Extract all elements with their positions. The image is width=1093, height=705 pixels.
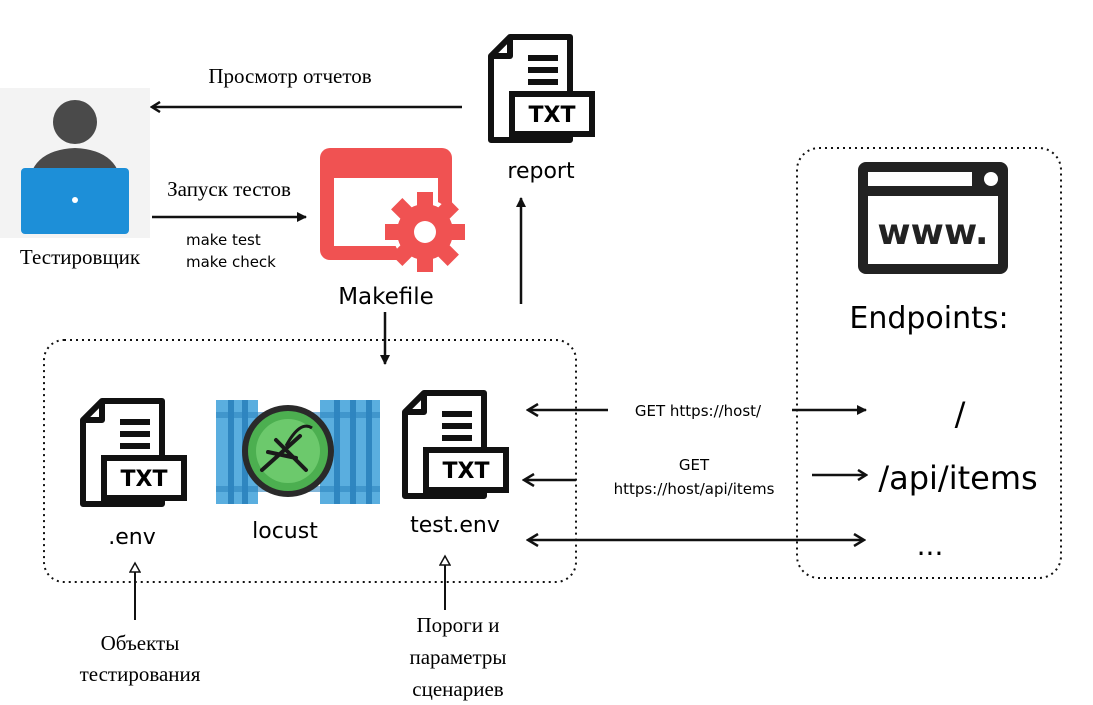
cmd-make-check: make check: [186, 253, 276, 271]
www-text: www.: [877, 212, 988, 253]
env-node: TXT .env: [80, 398, 187, 550]
txt-file-icon: TXT: [488, 34, 595, 143]
locust-label: locust: [252, 519, 318, 544]
locust-logo-icon: [216, 400, 380, 504]
txt-badge: TXT: [443, 459, 490, 484]
view-reports-edge: Просмотр отчетов: [152, 64, 462, 107]
locust-node: locust: [216, 400, 380, 544]
cmd-make-test: make test: [186, 231, 261, 249]
txt-file-icon: TXT: [80, 398, 187, 507]
window-gear-icon: [320, 148, 465, 272]
makefile-label: Makefile: [338, 284, 434, 310]
test-env-node: TXT test.env: [402, 390, 509, 538]
txt-badge: TXT: [529, 103, 576, 128]
thresholds-line-1: Пороги и: [416, 613, 499, 637]
endpoint-root: /: [955, 395, 966, 433]
test-container-box: [43, 339, 577, 583]
objects-note: Объекты тестирования: [80, 631, 201, 686]
request-root-label: GET https://host/: [635, 402, 762, 420]
browser-www-icon: www.: [858, 162, 1008, 274]
thresholds-line-2: параметры: [409, 645, 506, 669]
test-env-label: test.env: [410, 513, 500, 538]
txt-file-icon: TXT: [402, 390, 509, 499]
endpoints-title: Endpoints:: [849, 301, 1008, 336]
run-tests-edge: Запуск тестов make test make check: [152, 177, 307, 271]
request-root-edge: GET https://host/: [528, 402, 867, 420]
run-tests-label: Запуск тестов: [167, 177, 291, 201]
thresholds-line-3: сценариев: [412, 677, 503, 701]
request-items-method: GET: [679, 456, 710, 474]
request-items-url: https://host/api/items: [614, 480, 775, 498]
view-reports-label: Просмотр отчетов: [208, 64, 371, 88]
objects-line-1: Объекты: [101, 631, 180, 655]
endpoint-more: ...: [917, 529, 944, 562]
report-node: TXT report: [488, 34, 595, 184]
report-label: report: [507, 159, 575, 184]
person-laptop-icon: [21, 100, 129, 234]
endpoints-box: [796, 147, 1062, 579]
makefile-node: Makefile: [320, 148, 465, 310]
tester-node: Тестировщик: [0, 88, 150, 269]
txt-badge: TXT: [121, 467, 168, 492]
endpoint-api-items: /api/items: [878, 459, 1037, 497]
env-label: .env: [108, 525, 156, 550]
thresholds-note: Пороги и параметры сценариев: [409, 613, 506, 701]
tester-label: Тестировщик: [20, 245, 141, 269]
request-items-edge: GET https://host/api/items: [524, 456, 866, 498]
objects-line-2: тестирования: [80, 662, 201, 686]
